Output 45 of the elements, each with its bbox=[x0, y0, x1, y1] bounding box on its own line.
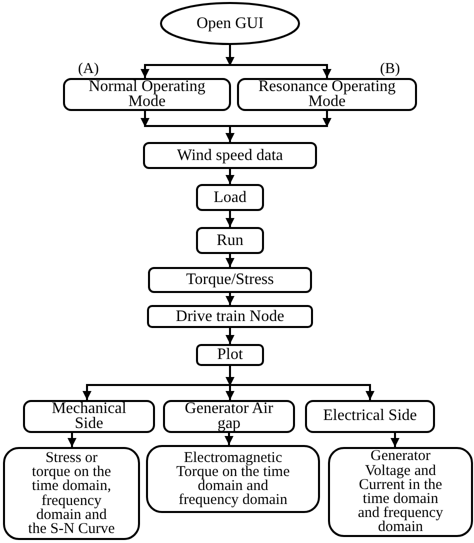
node-label: Run bbox=[216, 232, 244, 250]
node-label: Stress or torque on the time domain, frequency domain and the S-N Curve bbox=[27, 450, 116, 536]
arrowhead bbox=[322, 118, 332, 127]
arrowhead bbox=[140, 118, 150, 127]
node-label: Wind speed data bbox=[177, 146, 283, 164]
node-label: Open GUI bbox=[196, 14, 264, 32]
node-label: Plot bbox=[217, 346, 243, 364]
terminal-ellipse bbox=[160, 2, 300, 45]
arrow bbox=[226, 111, 328, 142]
arrow bbox=[226, 293, 234, 305]
process-box bbox=[305, 400, 435, 433]
arrowhead bbox=[226, 377, 234, 386]
process-box bbox=[196, 227, 264, 254]
process-box bbox=[146, 445, 320, 513]
node-label: Drive train Node bbox=[176, 308, 284, 326]
node-label: Load bbox=[214, 188, 246, 206]
process-box bbox=[147, 305, 313, 328]
node-label: Normal Operating Mode bbox=[88, 80, 206, 109]
arrowhead bbox=[226, 57, 234, 66]
arrow bbox=[226, 254, 234, 267]
node-label: Electrical Side bbox=[323, 409, 417, 424]
arrow bbox=[226, 211, 234, 227]
node-label: Mechanical Side bbox=[50, 402, 128, 431]
process-box bbox=[23, 400, 155, 433]
arrow bbox=[224, 433, 234, 445]
node-label: Resonance Operating Mode bbox=[257, 80, 397, 109]
process-box bbox=[237, 78, 417, 111]
process-box bbox=[143, 142, 317, 169]
arrow bbox=[226, 328, 234, 344]
process-box bbox=[328, 447, 473, 537]
branch-label: (A) bbox=[78, 61, 99, 77]
node-label: Electromagnetic Torque on the time domain and frequency domain bbox=[175, 450, 291, 508]
arrow bbox=[226, 169, 234, 184]
node-label: Generator Voltage and Current in the time domain and frequency domain bbox=[356, 449, 444, 535]
process-box bbox=[163, 400, 295, 433]
arrow bbox=[68, 433, 76, 447]
node-label: Generator Air gap bbox=[184, 402, 274, 431]
process-box bbox=[148, 267, 312, 293]
branch-label: (B) bbox=[380, 61, 400, 77]
process-box bbox=[3, 447, 140, 540]
node-label: Torque/Stress bbox=[186, 271, 274, 289]
process-box bbox=[196, 184, 264, 211]
process-box bbox=[196, 344, 264, 366]
process-box bbox=[63, 78, 231, 111]
arrow bbox=[390, 433, 400, 447]
